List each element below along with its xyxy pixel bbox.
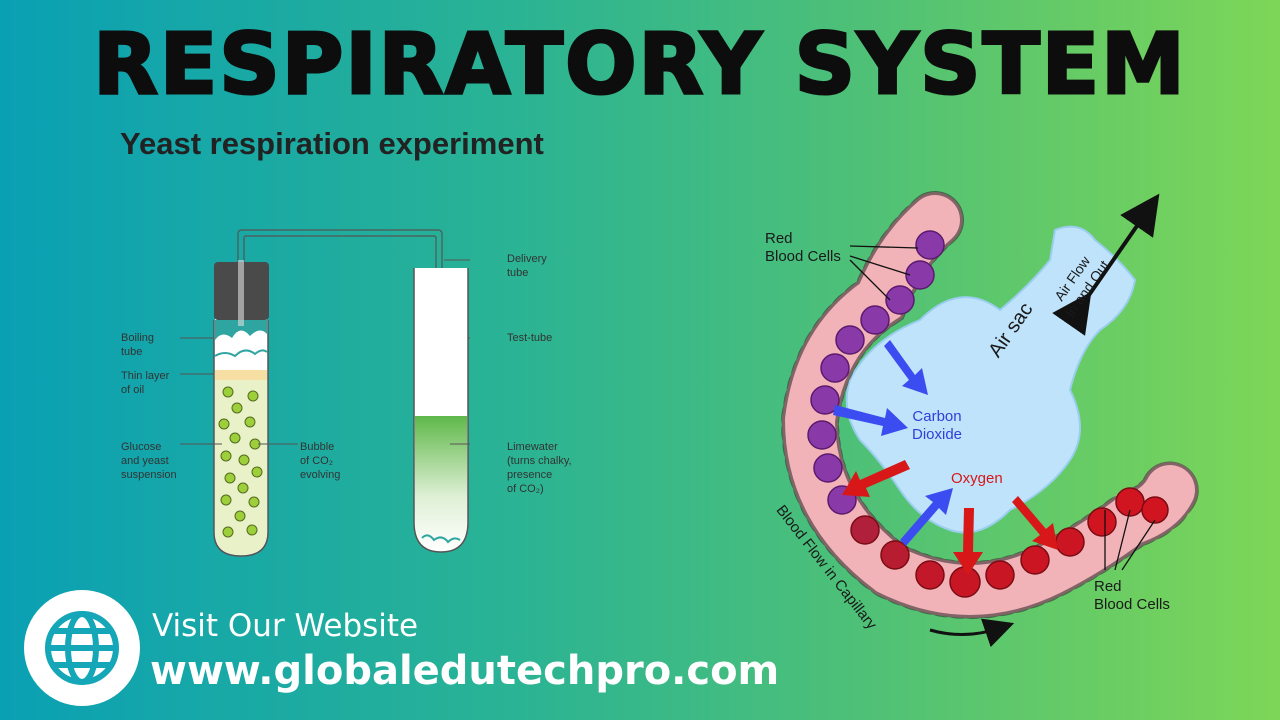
page-title: RESPIRATORY SYSTEM [92, 14, 1187, 115]
globe-icon [45, 611, 119, 685]
alveolus-diagram [780, 191, 1199, 648]
label-delivery-tube: Delivery tube [507, 253, 547, 279]
label-test-tube: Test-tube [507, 332, 553, 344]
label-bubble: Bubble of CO₂ evolving [300, 441, 341, 481]
label-carbon-dioxide: Carbon Dioxide [912, 408, 963, 443]
label-oil-layer: Thin layer of oil [121, 370, 170, 396]
globe-icon-badge[interactable] [24, 590, 140, 706]
label-boiling-tube: Boiling tube [121, 332, 155, 358]
label-oxygen: Oxygen [951, 470, 1003, 487]
label-rbc-top: Red Blood Cells [765, 230, 841, 265]
label-limewater: Limewater (turns chalky, presence of CO₂… [507, 441, 572, 495]
label-rbc-bottom: Red Blood Cells [1094, 578, 1170, 613]
page-subtitle: Yeast respiration experiment [120, 126, 544, 161]
visit-website-label: Visit Our Website [152, 608, 419, 644]
label-glucose: Glucose and yeast suspension [121, 441, 177, 481]
website-url-link[interactable]: www.globaledutechpro.com [150, 648, 780, 694]
yeast-experiment-diagram [180, 229, 470, 557]
